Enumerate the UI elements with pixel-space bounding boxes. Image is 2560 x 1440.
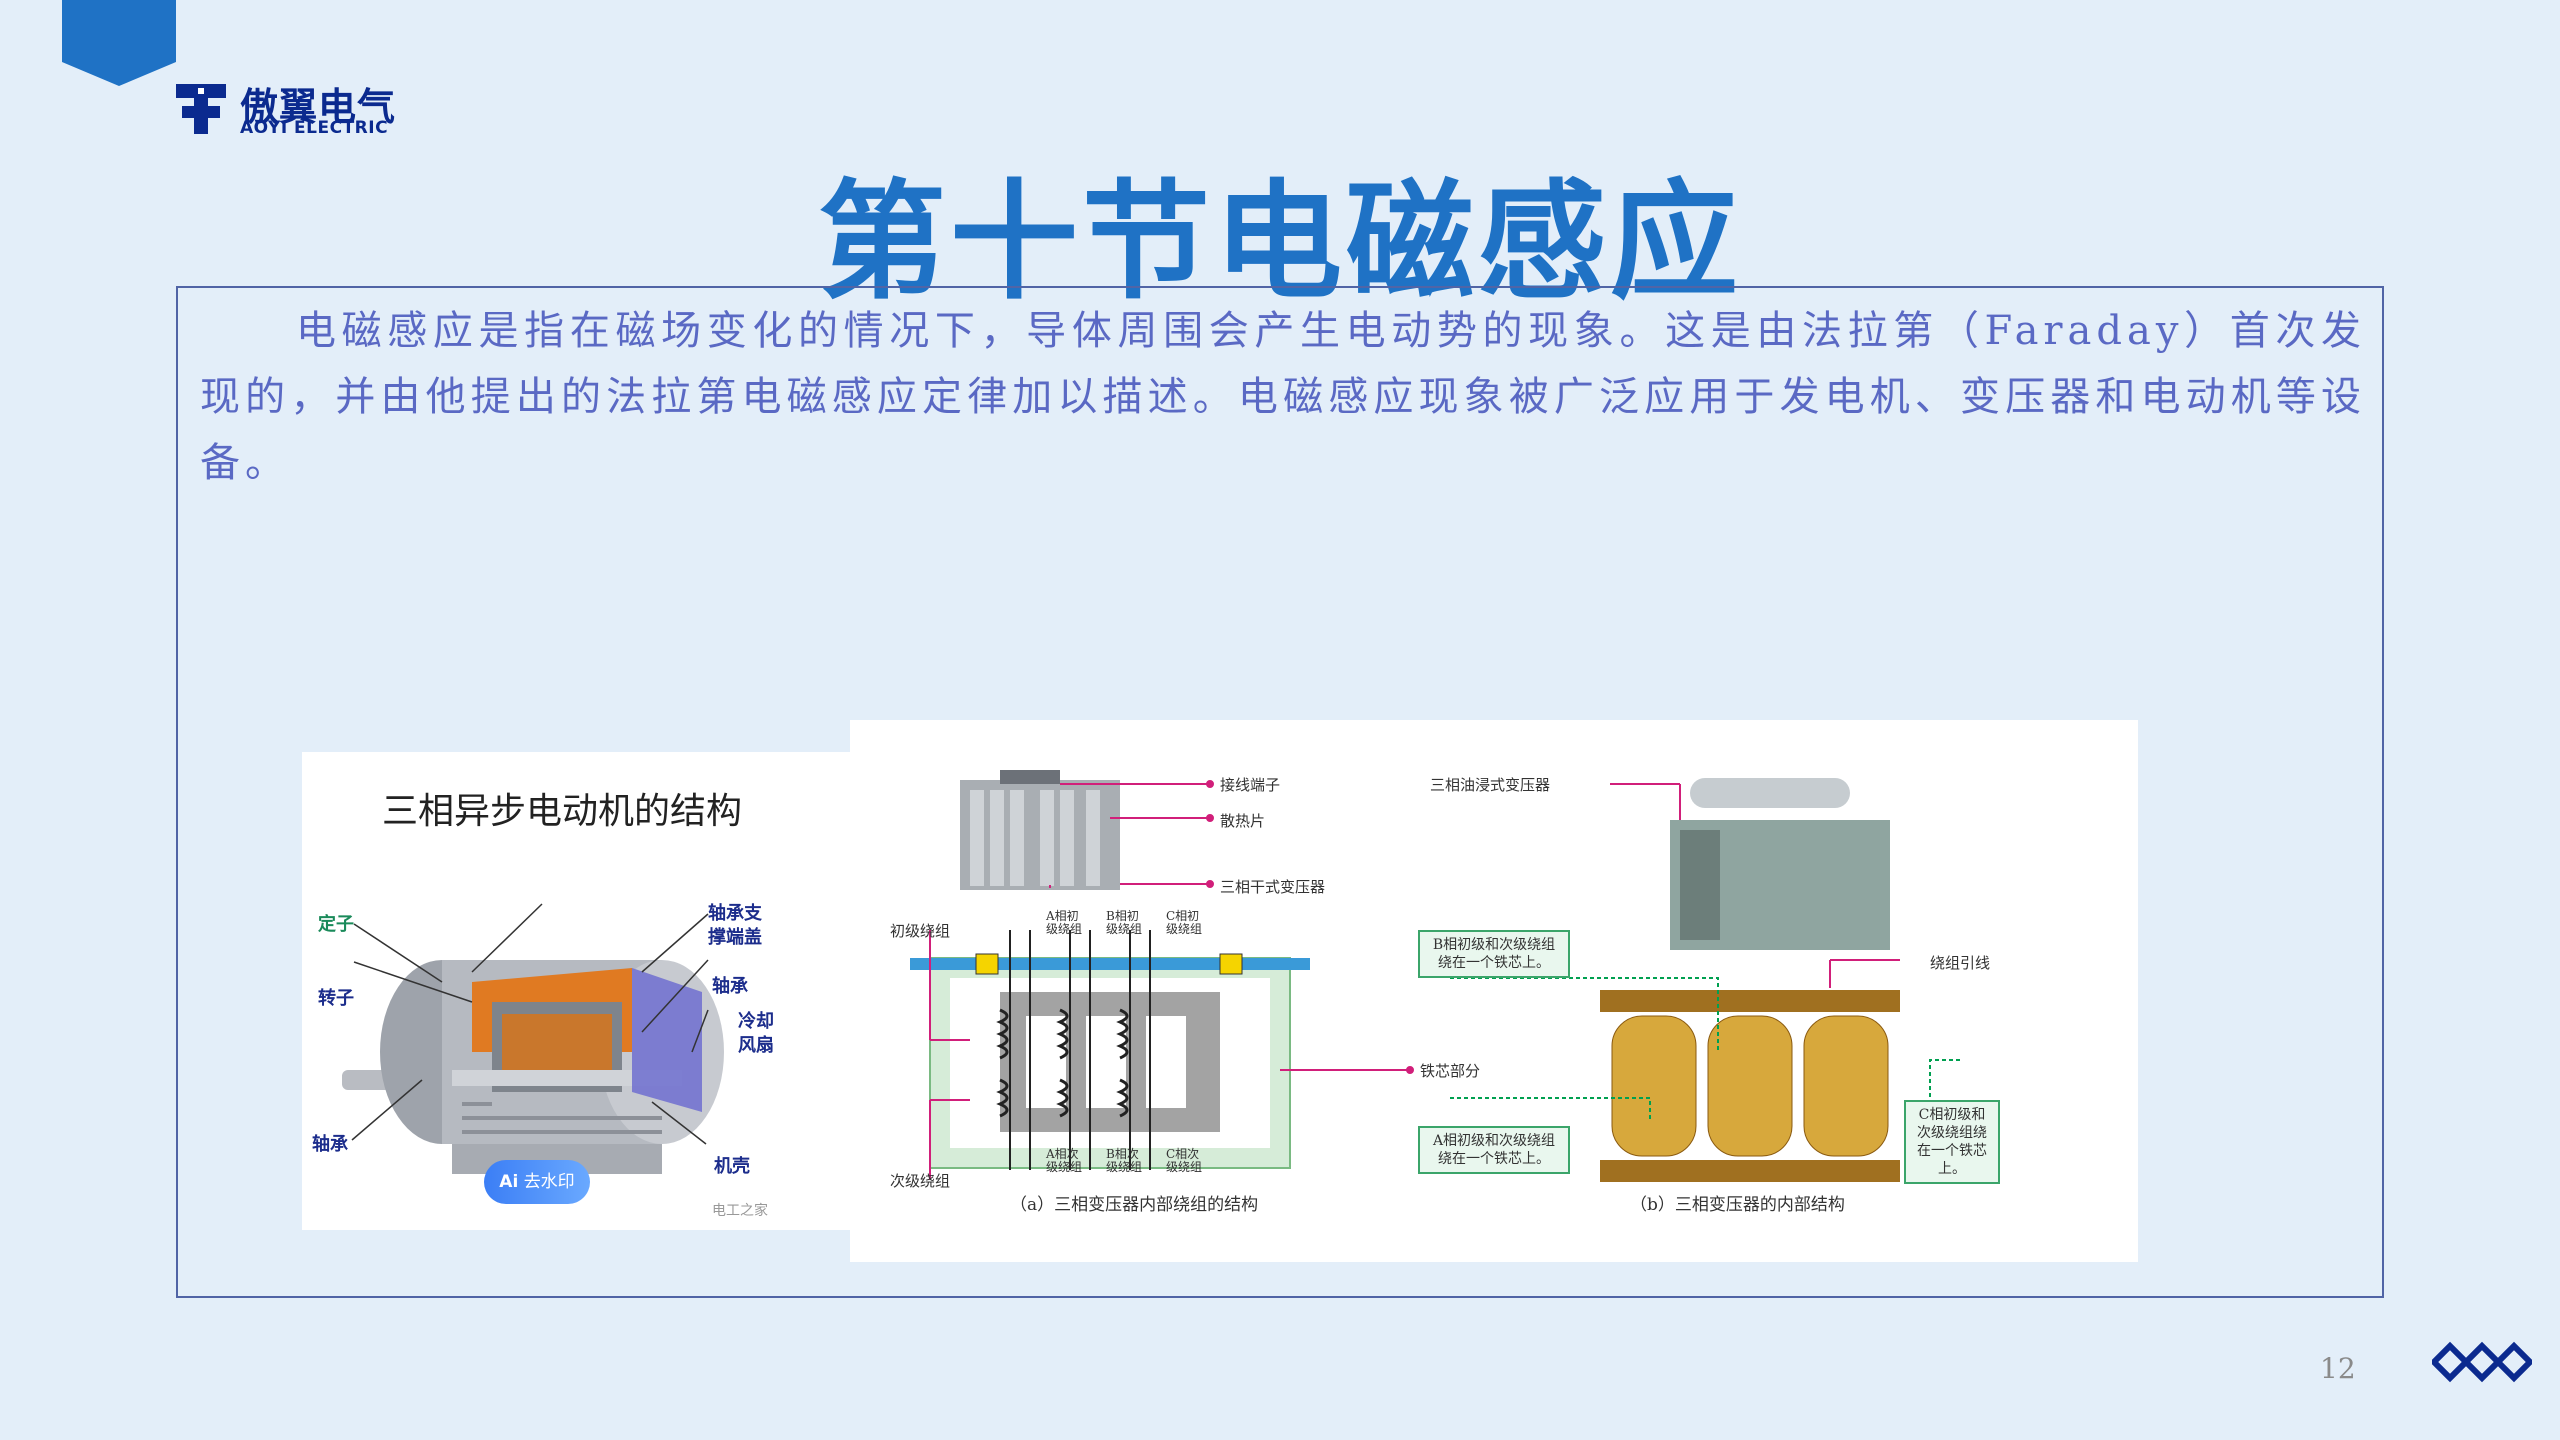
label-bearing-left: 轴承 — [312, 1134, 348, 1155]
note-phase-c: C相初级和次级绕组绕在一个铁芯上。 — [1904, 1100, 2000, 1184]
label-phase-b-bottom: B相次级绕组 — [1106, 1147, 1143, 1174]
label-phase-c-bottom: C相次级绕组 — [1166, 1147, 1203, 1174]
transformer-structure-figure: 接线端子 散热片 三相干式变压器 初级绕组 次级绕组 铁芯部分 三相油浸式变压器… — [850, 720, 2138, 1262]
content-box: 电磁感应是指在磁场变化的情况下，导体周围会产生电动势的现象。这是由法拉第（Far… — [176, 286, 2384, 1298]
label-oil-type: 三相油浸式变压器 — [1430, 776, 1551, 794]
transformer-illustration — [910, 770, 1960, 1182]
label-bearing-right: 轴承 — [712, 976, 748, 997]
label-winding-leads: 绕组引线 — [1930, 954, 1991, 972]
label-primary: 初级绕组 — [890, 922, 951, 940]
page-number: 12 — [2320, 1352, 2356, 1385]
label-phase-c-top: C相初级绕组 — [1166, 909, 1203, 936]
label-phase-a-top: A相初级绕组 — [1046, 909, 1083, 936]
label-stator: 定子 — [318, 914, 354, 935]
logo-mark-icon — [176, 84, 226, 134]
label-radiator: 散热片 — [1220, 812, 1266, 830]
label-secondary: 次级绕组 — [890, 1172, 951, 1190]
remove-watermark-button[interactable]: Ai 去水印 — [484, 1160, 590, 1204]
label-rotor: 转子 — [318, 988, 354, 1009]
remove-watermark-label: 去水印 — [523, 1172, 575, 1192]
motor-figure-title: 三相异步电动机的结构 — [381, 791, 742, 832]
caption-a: （a）三相变压器内部绕组的结构 — [1010, 1195, 1259, 1215]
label-core: 铁芯部分 — [1420, 1062, 1481, 1080]
page-title: 第十节电磁感应 — [817, 168, 1742, 317]
logo-brand-cn: 傲翼电气 — [240, 85, 397, 129]
logo-brand-en: AOYI ELECTRIC — [240, 118, 389, 138]
label-phase-b-top: B相初级绕组 — [1106, 909, 1143, 936]
label-dry-type: 三相干式变压器 — [1220, 878, 1326, 896]
label-fan: 冷却风扇 — [738, 1011, 774, 1056]
body-paragraph: 电磁感应是指在磁场变化的情况下，导体周围会产生电动势的现象。这是由法拉第（Far… — [200, 308, 2366, 486]
motor-structure-figure: 三相异步电动机的结构 定子 — [302, 752, 850, 1230]
note-phase-b: B相初级和次级绕组绕在一个铁芯上。 — [1418, 930, 1570, 978]
note-phase-a: A相初级和次级绕组绕在一个铁芯上。 — [1418, 1126, 1570, 1174]
ai-badge-icon: Ai — [499, 1172, 519, 1192]
diamond-chain-icon — [2432, 1341, 2532, 1383]
label-housing: 机壳 — [714, 1156, 750, 1177]
label-terminals: 接线端子 — [1220, 776, 1281, 794]
image-credit: 电工之家 — [712, 1203, 768, 1219]
company-logo: 傲翼电气 AOYI ELECTRIC — [172, 76, 402, 140]
label-phase-a-bottom: A相次级绕组 — [1046, 1147, 1083, 1174]
motor-illustration — [342, 903, 724, 1174]
caption-b: （b）三相变压器的内部结构 — [1630, 1195, 1845, 1215]
label-bearing-cover: 轴承支撑端盖 — [708, 903, 762, 948]
corner-tab-decoration — [62, 0, 176, 86]
